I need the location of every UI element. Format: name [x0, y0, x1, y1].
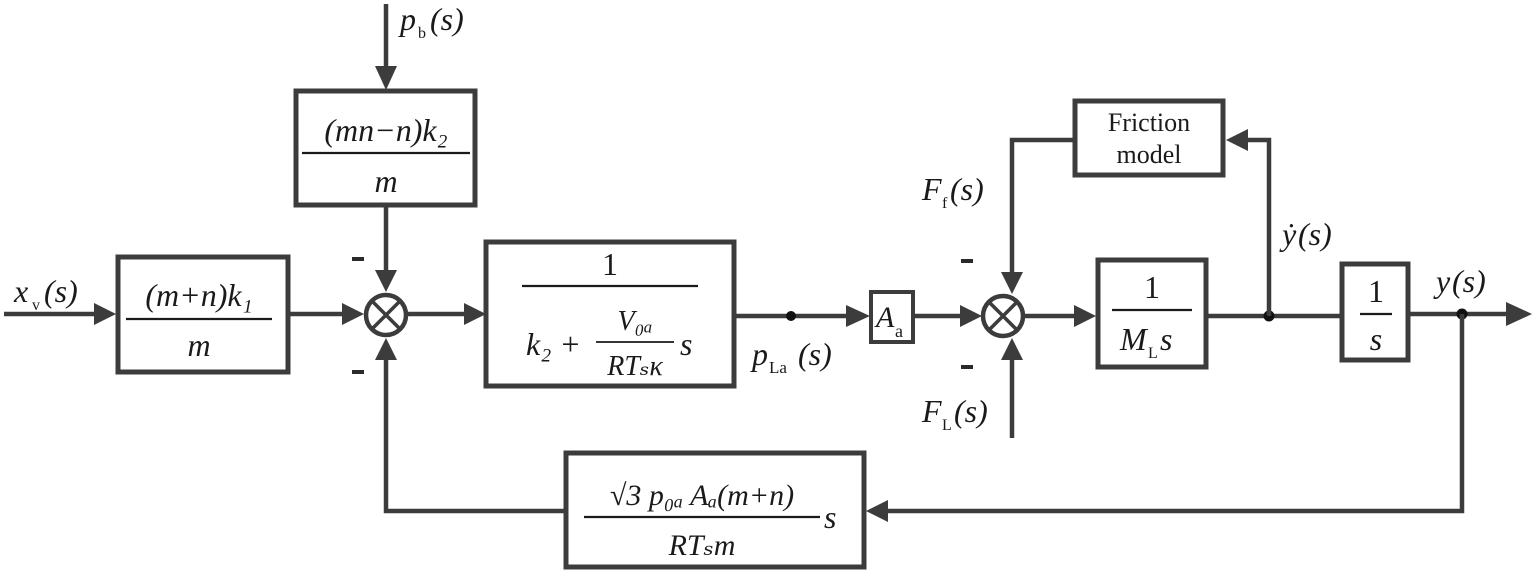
wire-velocity-to-friction [1240, 137, 1272, 316]
arrow-output [1506, 302, 1532, 326]
block-pb-gain: (mn−n)k₂ m [293, 88, 478, 208]
friction-line1: Friction [1108, 108, 1190, 137]
arrow-sum1-bottom [375, 338, 397, 360]
label-ff: F f (s) [921, 171, 984, 212]
pb-gain-denominator: m [374, 163, 397, 199]
friction-line2: model [1117, 140, 1182, 169]
arrow-sum2-bottom [1001, 338, 1023, 360]
block-friction-model: Friction model [1072, 98, 1226, 178]
feedback-suffix: s [824, 499, 836, 535]
label-pla: p La (s) [750, 336, 832, 377]
block-feedback: √3 p₀ₐ Aₐ(m+n) RTₛm s [563, 450, 867, 570]
label-pb: p b (s) [398, 1, 464, 42]
label-y: y (s) [1433, 263, 1486, 299]
svg-text:(s): (s) [430, 1, 464, 37]
pressure-numerator: 1 [602, 246, 618, 282]
mass-den-tail: s [1160, 321, 1172, 357]
pressure-inner-denominator: RTₛκ [606, 351, 663, 382]
arrow-sum1-top [375, 270, 397, 292]
svg-text:F: F [921, 393, 942, 429]
arrow-feedback-block [866, 500, 888, 522]
svg-text:(s): (s) [798, 336, 832, 372]
svg-text:p: p [750, 336, 768, 372]
arrow-pb [375, 66, 397, 90]
svg-text:La: La [769, 358, 787, 377]
block-integrator: 1 s [1339, 261, 1411, 363]
svg-text:y: y [1433, 263, 1451, 299]
arrow-sum2-left [960, 305, 982, 327]
svg-text:(s): (s) [44, 273, 78, 309]
svg-text:f: f [942, 195, 948, 212]
feedback-denominator: RTₛm [668, 529, 736, 562]
summing-junction-2 [980, 293, 1026, 339]
pressure-den-suffix: s [680, 326, 692, 362]
block-pressure-dynamics: 1 k₂ + V₀ₐ RTₛκ s [483, 239, 737, 389]
svg-text:(s): (s) [1452, 263, 1486, 299]
svg-text:x: x [13, 273, 28, 309]
svg-text:F: F [921, 171, 942, 207]
wire-output-feedback [884, 314, 1465, 514]
label-ydot: ẏ (s) [1279, 216, 1332, 252]
label-xv: x v (s) [13, 273, 78, 314]
svg-text:L: L [942, 417, 952, 434]
summing-junction-1 [363, 292, 409, 338]
area-subscript: a [895, 321, 903, 341]
integrator-numerator: 1 [1368, 273, 1384, 309]
arrow-pressure [464, 303, 486, 325]
feedback-numerator: √3 p₀ₐ Aₐ(m+n) [610, 479, 794, 512]
pla-node [786, 311, 796, 321]
pb-gain-numerator: (mn−n)k₂ [324, 112, 447, 148]
pressure-den-prefix: k₂ + [526, 326, 581, 362]
block-mass: 1 M L s [1095, 257, 1209, 370]
label-fl: F L (s) [921, 393, 988, 434]
pressure-inner-numerator: V₀ₐ [617, 306, 652, 337]
mass-den-subscript: L [1148, 345, 1158, 362]
svg-text:b: b [418, 25, 426, 42]
arrow-area [846, 305, 870, 327]
svg-text:(s): (s) [1298, 216, 1332, 252]
arrow-mass [1074, 305, 1096, 327]
area-symbol: A [874, 301, 895, 334]
input-gain-numerator: (m+n)k₁ [145, 277, 252, 313]
block-input-gain: (m+n)k₁ m [115, 254, 291, 375]
svg-text:ẏ: ẏ [1279, 216, 1297, 252]
svg-text:(s): (s) [950, 171, 984, 207]
mass-numerator: 1 [1144, 269, 1160, 305]
arrow-input [94, 303, 116, 325]
svg-text:(s): (s) [954, 393, 988, 429]
arrow-sum1-left [342, 303, 364, 325]
block-area: A a [869, 290, 915, 344]
svg-text:v: v [32, 297, 40, 314]
integrator-denominator: s [1370, 321, 1382, 357]
arrow-friction [1226, 129, 1248, 151]
wire-feedback-to-sum1 [383, 354, 566, 514]
mass-denominator: M [1119, 321, 1149, 357]
svg-text:p: p [398, 1, 416, 37]
wire-friction-to-sum2 [1009, 137, 1074, 278]
arrow-sum2-top [1001, 272, 1023, 294]
input-gain-denominator: m [187, 327, 210, 363]
